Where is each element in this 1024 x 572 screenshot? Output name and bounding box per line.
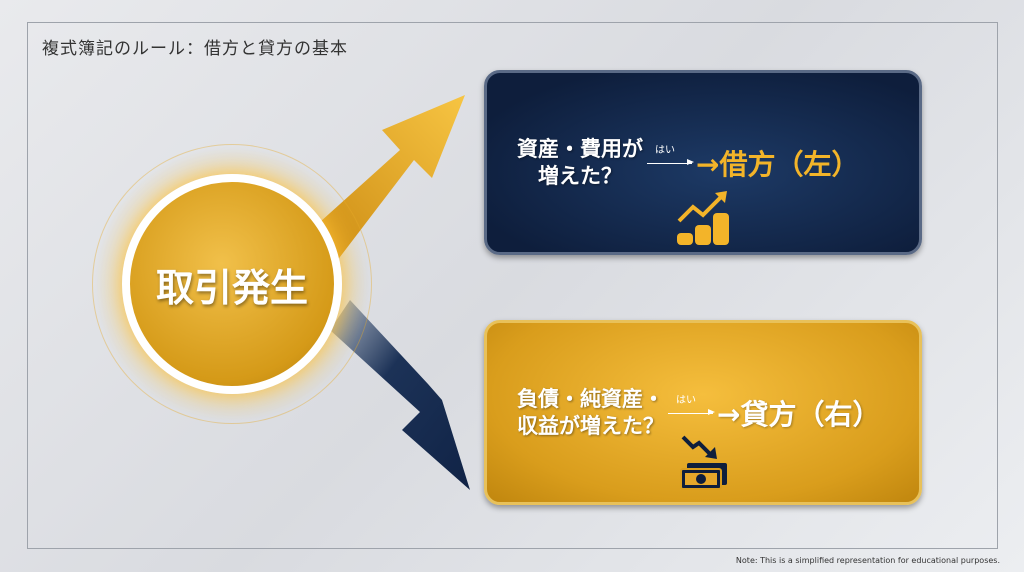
credit-result: →貸方（右） (717, 397, 881, 431)
rising-coins-icon (677, 191, 729, 245)
debit-question: 資産・費用が増えた？ (517, 136, 643, 188)
falling-cash-icon (680, 435, 727, 490)
transaction-circle: 取引発生 (122, 174, 342, 394)
debit-result: →借方（左） (696, 147, 860, 181)
credit-question: 負債・純資産・収益が増えた？ (517, 386, 664, 438)
credit-box: 負債・純資産・収益が増えた？ はい →貸方（右） (484, 320, 922, 505)
center-label: 取引発生 (155, 265, 308, 310)
footnote: Note: This is a simplified representatio… (735, 556, 1000, 565)
debit-box: 資産・費用が増えた？ はい →借方（左） (484, 70, 922, 255)
slide-title: 複式簿記のルール：借方と貸方の基本 (42, 39, 348, 59)
yes-arrow: はい (668, 395, 715, 423)
yes-arrow: はい (647, 145, 694, 173)
slide-frame (27, 22, 998, 549)
down-arrow (330, 300, 470, 490)
